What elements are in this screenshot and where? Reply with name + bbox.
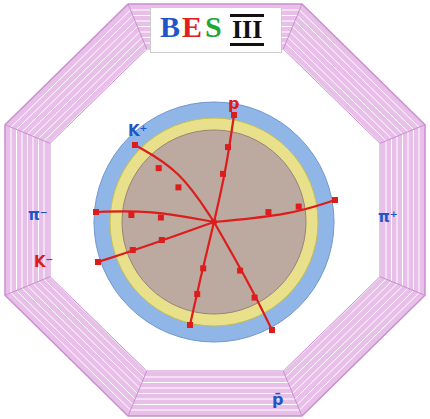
hit-marker (252, 295, 258, 301)
hit-marker (93, 209, 99, 215)
hit-marker (200, 265, 206, 271)
particle-track (214, 222, 272, 330)
particle-label: K⁺ (128, 124, 148, 139)
particle-track (135, 145, 214, 222)
hit-marker (128, 212, 134, 218)
calorimeter-ring (94, 102, 334, 342)
hit-marker (269, 327, 275, 333)
hit-marker (159, 237, 165, 243)
hit-marker (95, 259, 101, 265)
particle-label: π⁺ (378, 210, 398, 225)
hit-marker (265, 209, 271, 215)
corner-line (128, 371, 147, 416)
corner-line (5, 125, 50, 144)
vertex (211, 219, 217, 225)
hit-marker (296, 204, 302, 210)
hit-marker (187, 322, 193, 328)
particle-label: p (228, 96, 239, 112)
particle-track (96, 211, 214, 222)
muon-layer (11, 10, 419, 410)
muon-layer (22, 21, 408, 399)
corner-line (283, 4, 302, 49)
hit-marker (231, 112, 237, 118)
corner-line (380, 277, 425, 296)
particle-track (214, 200, 335, 222)
hit-marker (158, 215, 164, 221)
logo-letter: B (160, 12, 180, 42)
particle-label: K⁻ (34, 255, 54, 270)
muon-layer (28, 27, 403, 394)
particle-track (214, 115, 234, 222)
drift-chamber (122, 130, 306, 314)
muon-layer (50, 49, 381, 372)
logo-numeral: III (230, 14, 264, 46)
muon-layer (33, 32, 397, 388)
inner-area (50, 49, 380, 371)
particle-label: p̄ (272, 392, 283, 408)
muon-octagon (5, 4, 425, 416)
hit-marker (132, 142, 138, 148)
logo-letter: S (205, 12, 222, 42)
corner-line (380, 125, 425, 144)
tof-ring (110, 118, 318, 326)
corner-line (283, 371, 302, 416)
logo-letter: E (182, 12, 202, 42)
particle-label: π⁻ (28, 208, 48, 223)
hit-marker (156, 165, 162, 171)
hit-marker (225, 144, 231, 150)
hit-marker (130, 247, 136, 253)
hit-marker (194, 291, 200, 297)
hit-marker (332, 197, 338, 203)
particle-track (98, 222, 214, 262)
corner-line (128, 4, 147, 49)
hit-marker (237, 268, 243, 274)
particle-track (190, 222, 214, 325)
hit-marker (175, 184, 181, 190)
corner-line (5, 277, 50, 296)
muon-layer (44, 43, 386, 377)
muon-layer (39, 38, 392, 383)
muon-layer (17, 16, 414, 405)
hit-marker (220, 171, 226, 177)
